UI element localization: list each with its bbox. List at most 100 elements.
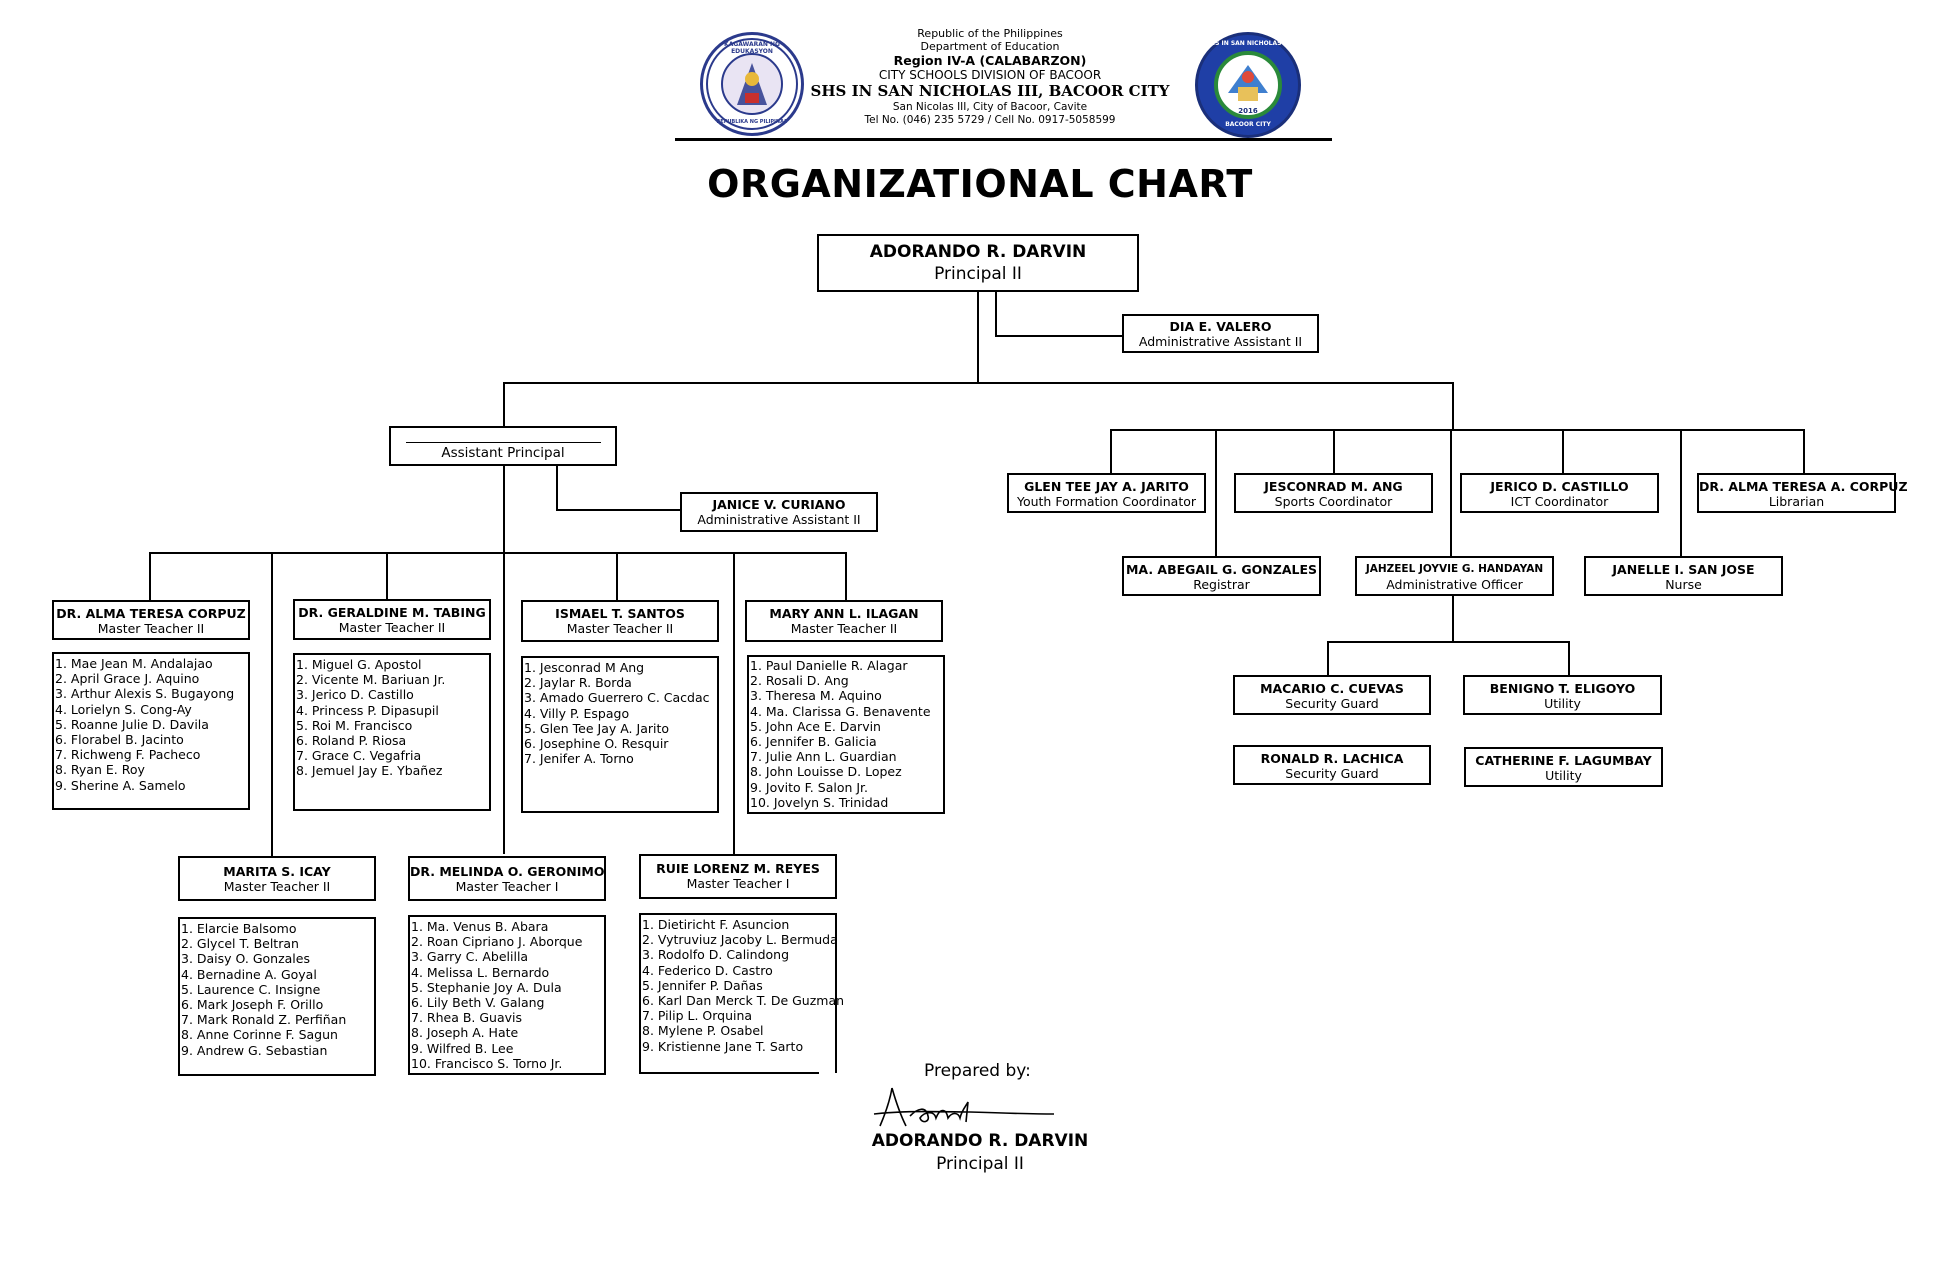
- list-item: 7. Richweng F. Pacheco: [55, 747, 201, 763]
- coordinator-name: GLEN TEE JAY A. JARITO: [1024, 479, 1189, 494]
- admin-assistant-box: DIA E. VALERO Administrative Assistant I…: [1122, 314, 1319, 353]
- master-teacher-box: MARY ANN L. ILAGAN Master Teacher II: [745, 600, 943, 642]
- coordinator-name: JESCONRAD M. ANG: [1264, 479, 1403, 494]
- list-item: 4. Melissa L. Bernardo: [411, 964, 550, 980]
- coordinator-name: MA. ABEGAIL G. GONZALES: [1125, 562, 1318, 577]
- list-item: 3. Theresa M. Aquino: [750, 688, 882, 704]
- assistant-principal-box: Assistant Principal: [389, 426, 617, 466]
- left-seal-bottom-text: REPUBLIKA NG PILIPINAS: [716, 119, 788, 125]
- list-item: 1. Ma. Venus B. Abara: [411, 919, 549, 934]
- signature-image: [873, 1087, 1055, 1127]
- list-item: 9. Kristienne Jane T. Sarto: [642, 1038, 804, 1054]
- list-item: 5. Roanne Julie D. Davila: [55, 716, 209, 732]
- coordinator-position: ICT Coordinator: [1510, 494, 1609, 509]
- member-list: 1. Mae Jean M. Andalajao 2. April Grace …: [52, 652, 250, 810]
- assistant-principal-position: Assistant Principal: [441, 445, 565, 461]
- header-department: Department of Education: [920, 40, 1060, 53]
- list-item: 7. Grace C. Vegafria: [296, 748, 422, 764]
- coordinator-position: Librarian: [1768, 494, 1825, 509]
- list-item: 6. Josephine O. Resquir: [524, 736, 669, 752]
- list-item: 2. Glycel T. Beltran: [181, 936, 299, 952]
- coordinator-position: Youth Formation Coordinator: [1016, 494, 1197, 509]
- coordinator-name: JAHZEEL JOYVIE G. HANDAYAN: [1365, 563, 1544, 575]
- header-division: CITY SCHOOLS DIVISION OF BACOOR: [878, 68, 1102, 82]
- list-item: 10. Jovelyn S. Trinidad: [750, 794, 889, 810]
- support-staff-box: RONALD R. LACHICA Security Guard: [1233, 745, 1431, 785]
- list-item: 4. Lorielyn S. Cong-Ay: [55, 701, 192, 717]
- right-seal-bottom-text: BACOOR CITY: [1225, 121, 1271, 128]
- list-item: 1. Jesconrad M Ang: [524, 660, 645, 675]
- member-list: 1. Miguel G. Apostol 2. Vicente M. Bariu…: [293, 653, 491, 811]
- list-bottom-rule: [639, 1072, 819, 1074]
- master-teacher-position: Master Teacher I: [686, 876, 790, 891]
- header-region: Region IV-A (CALABARZON): [893, 53, 1087, 68]
- list-item: 3. Rodolfo D. Calindong: [642, 947, 790, 963]
- list-item: 3. Arthur Alexis S. Bugayong: [55, 686, 235, 702]
- coordinator-box-ict: JERICO D. CASTILLO ICT Coordinator: [1460, 473, 1659, 513]
- list-item: 6. Jennifer B. Galicia: [750, 734, 877, 750]
- list-item: 6. Lily Beth V. Galang: [411, 995, 545, 1011]
- header-address: San Nicolas III, City of Bacoor, Cavite: [892, 101, 1088, 113]
- prepared-by-label: Prepared by:: [924, 1061, 1031, 1081]
- staff-position: Utility: [1544, 696, 1581, 711]
- staff-name: MACARIO C. CUEVAS: [1260, 681, 1404, 696]
- list-item: 5. Stephanie Joy A. Dula: [411, 979, 562, 995]
- master-teacher-box: DR. GERALDINE M. TABING Master Teacher I…: [293, 599, 491, 640]
- list-item: 7. Pilip L. Orquina: [642, 1008, 753, 1024]
- member-list: 1. Paul Danielle R. Alagar 2. Rosali D. …: [747, 655, 945, 814]
- prepared-by-block: Prepared by: ADORANDO R. DARVIN Principa…: [850, 1060, 1110, 1180]
- list-item: 3. Daisy O. Gonzales: [181, 951, 310, 967]
- list-item: 5. Laurence C. Insigne: [181, 981, 321, 997]
- master-teacher-position: Master Teacher II: [338, 620, 446, 635]
- right-seal-text: SHS IN SAN NICHOLAS III: [1205, 40, 1291, 47]
- coordinator-name: DR. ALMA TERESA A. CORPUZ: [1699, 479, 1908, 494]
- list-item: 8. Anne Corinne F. Sagun: [181, 1027, 338, 1043]
- master-teacher-name: ISMAEL T. SANTOS: [555, 606, 685, 621]
- coordinator-box-admin-officer: JAHZEEL JOYVIE G. HANDAYAN Administrativ…: [1355, 556, 1554, 596]
- right-seal-year: 2016: [1238, 107, 1258, 115]
- coordinator-box-sports: JESCONRAD M. ANG Sports Coordinator: [1234, 473, 1433, 513]
- list-item: 1. Paul Danielle R. Alagar: [750, 658, 908, 673]
- support-staff-box: CATHERINE F. LAGUMBAY Utility: [1464, 747, 1663, 787]
- master-teacher-name: MARY ANN L. ILAGAN: [769, 606, 919, 621]
- list-item: 7. Jenifer A. Torno: [524, 751, 634, 767]
- list-item: 7. Rhea B. Guavis: [411, 1010, 523, 1026]
- header: KAGAWARAN NG EDUKASYON REPUBLIKA NG PILI…: [0, 0, 1950, 150]
- list-item: 9. Wilfred B. Lee: [411, 1040, 514, 1056]
- staff-name: CATHERINE F. LAGUMBAY: [1475, 753, 1652, 768]
- list-item: 2. Vicente M. Bariuan Jr.: [296, 672, 446, 688]
- list-item: 3. Garry C. Abelilla: [411, 949, 529, 965]
- support-staff-box: BENIGNO T. ELIGOYO Utility: [1463, 675, 1662, 715]
- member-list: 1. Jesconrad M Ang 2. Jaylar R. Borda 3.…: [521, 656, 719, 813]
- page-title: ORGANIZATIONAL CHART: [707, 162, 1253, 206]
- master-teacher-box: ISMAEL T. SANTOS Master Teacher II: [521, 600, 719, 642]
- list-item: 3. Jerico D. Castillo: [296, 687, 414, 703]
- school-seal-logo: SHS IN SAN NICHOLAS III 2016 BACOOR CITY: [1195, 32, 1301, 138]
- list-item: 8. Ryan E. Roy: [55, 762, 145, 778]
- coordinator-box-nurse: JANELLE I. SAN JOSE Nurse: [1584, 556, 1783, 596]
- coordinator-position: Administrative Officer: [1386, 577, 1523, 592]
- master-teacher-position: Master Teacher II: [223, 879, 331, 894]
- list-item: 8. Jemuel Jay E. Ybañez: [296, 763, 443, 779]
- master-teacher-name: DR. ALMA TERESA CORPUZ: [56, 606, 246, 621]
- list-item: 1. Dietiricht F. Asuncion: [642, 917, 790, 932]
- list-item: 4. Bernadine A. Goyal: [181, 966, 317, 982]
- list-item: 9. Sherine A. Samelo: [55, 777, 186, 793]
- list-item: 8. Joseph A. Hate: [411, 1025, 519, 1041]
- header-republic: Republic of the Philippines: [917, 27, 1063, 40]
- list-item: 2. April Grace J. Aquino: [55, 671, 200, 687]
- prepared-by-name: ADORANDO R. DARVIN: [871, 1131, 1089, 1151]
- list-item: 3. Amado Guerrero C. Cacdac: [524, 690, 710, 706]
- list-item: 1. Mae Jean M. Andalajao: [55, 656, 213, 671]
- admin-assistant-position: Administrative Assistant II: [1138, 334, 1303, 349]
- list-item: 9. Jovito F. Salon Jr.: [750, 779, 869, 795]
- master-teacher-name: DR. MELINDA O. GERONIMO: [410, 864, 605, 879]
- header-school-name: SHS IN SAN NICHOLAS III, BACOOR CITY: [810, 82, 1170, 100]
- list-item: 4. Ma. Clarissa G. Benavente: [750, 703, 931, 719]
- master-teacher-box: DR. MELINDA O. GERONIMO Master Teacher I: [408, 856, 606, 901]
- list-item: 10. Francisco S. Torno Jr.: [411, 1055, 563, 1071]
- member-list: 1. Dietiricht F. Asuncion 2. Vytruviuz J…: [639, 913, 844, 1073]
- list-item: 4. Princess P. Dipasupil: [296, 702, 439, 718]
- header-text: Republic of the Philippines Department o…: [800, 27, 1180, 127]
- principal-name: ADORANDO R. DARVIN: [869, 242, 1087, 262]
